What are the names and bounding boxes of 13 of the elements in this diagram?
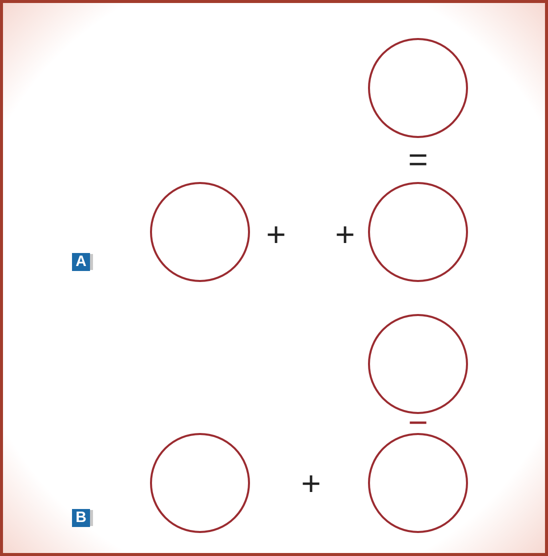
circle xyxy=(367,313,469,415)
circle xyxy=(367,37,469,139)
circle xyxy=(367,432,469,534)
math-sign: + xyxy=(335,218,355,252)
circle xyxy=(149,432,251,534)
panel-letter: B xyxy=(72,509,90,527)
math-sign: − xyxy=(408,406,428,440)
circle xyxy=(367,181,469,283)
math-sign: + xyxy=(301,467,321,501)
math-sign: + xyxy=(266,218,286,252)
math-sign: = xyxy=(408,143,428,177)
panel-letter: A xyxy=(72,253,90,271)
circle xyxy=(149,181,251,283)
